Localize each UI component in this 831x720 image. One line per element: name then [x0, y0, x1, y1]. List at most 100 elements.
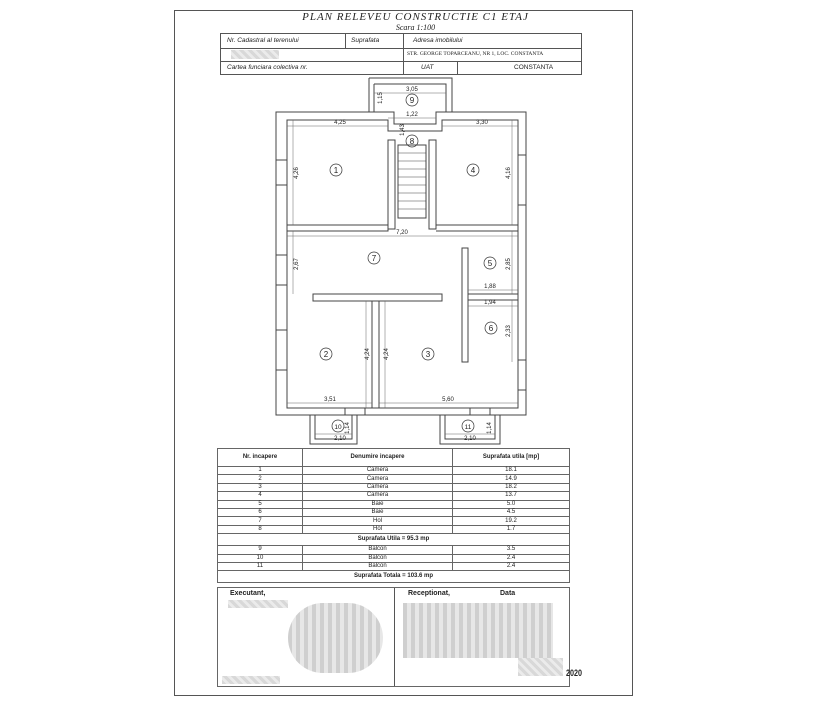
- executant-label: Executant,: [230, 590, 266, 597]
- inner-wall-line: [286, 119, 519, 409]
- plan-title: PLAN RELEVEU CONSTRUCTIE C1 ETAJ: [302, 11, 529, 23]
- room-7-number: 7: [372, 254, 377, 263]
- redacted-reception-stamp: [403, 603, 553, 658]
- dim-285: 2,85: [506, 258, 512, 270]
- room-1-number: 1: [334, 166, 339, 175]
- receptionat-label: Receptionat,: [408, 590, 451, 597]
- room-6-marker: [484, 321, 498, 335]
- dim-114-b: 1,14: [487, 422, 493, 434]
- signature-divider: [394, 588, 395, 686]
- room-3-marker: [421, 347, 435, 361]
- hall-partition: [312, 293, 443, 302]
- dim-426: 4,26: [294, 167, 300, 179]
- bath-divider: [467, 293, 519, 301]
- room-1-marker: [329, 163, 343, 177]
- useful-area-total: Suprafata Utila = 95.3 mp: [217, 533, 570, 547]
- stair-wall-right: [428, 139, 437, 230]
- dim-233: 2,33: [506, 325, 512, 337]
- document-sheet: [174, 10, 633, 696]
- redacted-footer-note: [222, 676, 280, 684]
- stairs: [397, 144, 427, 219]
- dim-351: 3,51: [324, 397, 336, 403]
- room-7-marker: [367, 251, 381, 265]
- dim-424-a: 4,24: [365, 348, 371, 360]
- room-2-3-wall: [371, 300, 380, 409]
- dim-720: 7,20: [396, 230, 408, 236]
- cadastral-label: Nr. Cadastral al terenului: [227, 37, 299, 44]
- room-2-number: 2: [324, 350, 329, 359]
- dim-330: 3,30: [476, 120, 488, 126]
- col-header-nr: Nr. incapere: [217, 448, 303, 467]
- address-value: STR. GEORGE TOPARCEANU, NR 1, LOC. CONST…: [407, 51, 544, 57]
- dim-194: 1,94: [484, 300, 496, 306]
- uat-label: UAT: [421, 64, 434, 71]
- dim-424-b: 4,24: [384, 348, 390, 360]
- header-row-divider-2: [221, 61, 581, 62]
- room-8-marker: [405, 134, 419, 148]
- stair-treads: [398, 152, 426, 210]
- window-marks: [276, 154, 526, 415]
- signature-block: Executant, Receptionat, Data: [217, 587, 570, 687]
- room-3-number: 3: [426, 350, 431, 359]
- dim-416: 4,16: [506, 167, 512, 179]
- dim-267: 2,67: [294, 258, 300, 270]
- room-4-wall: [436, 224, 518, 232]
- dim-122: 1,22: [406, 112, 418, 118]
- redacted-date: [518, 658, 563, 676]
- header-col-divider-3: [457, 61, 458, 74]
- redacted-cadastral-number: [231, 50, 279, 59]
- room-11-number: 11: [465, 424, 472, 431]
- redacted-executant-name: [228, 600, 288, 608]
- dim-188: 1,88: [484, 284, 496, 290]
- year-label: 2020: [566, 668, 583, 678]
- outer-wall: [275, 111, 527, 416]
- dim-305: 3,05: [406, 87, 418, 93]
- dim-114-a: 1,14: [345, 422, 351, 434]
- dim-560: 5,60: [442, 397, 454, 403]
- room-10-number: 10: [334, 424, 342, 431]
- balcony-10-outline: [309, 415, 358, 445]
- surface-label: Suprafata: [351, 37, 380, 44]
- bath-wall: [461, 247, 469, 363]
- col-header-name: Denumire incapere: [302, 448, 453, 467]
- total-area: Suprafata Totala = 103.6 mp: [217, 570, 570, 584]
- land-book-label: Cartea funciara colectiva nr.: [227, 64, 308, 71]
- room-10-marker: [331, 419, 345, 433]
- col-header-area: Suprafata utila [mp]: [452, 448, 570, 467]
- plan-scale: Scara 1:100: [395, 23, 436, 32]
- room-4-marker: [466, 163, 480, 177]
- room-8-number: 8: [410, 137, 415, 146]
- address-label: Adresa imobilului: [413, 37, 463, 44]
- room-6-number: 6: [489, 324, 494, 333]
- room-2-marker: [319, 347, 333, 361]
- dim-425: 4,25: [334, 120, 346, 126]
- rooms-table: Nr. incapere Denumire incapere Suprafata…: [217, 448, 570, 584]
- dim-115: 1,15: [378, 92, 384, 104]
- header-col-divider-1: [345, 34, 346, 48]
- dim-143: 1,43: [400, 124, 406, 136]
- redacted-stamp: [288, 603, 383, 673]
- dim-210-a: 2,10: [334, 436, 346, 442]
- room-9-number: 9: [410, 96, 415, 105]
- room-1-wall: [287, 224, 389, 232]
- room-5-marker: [483, 256, 497, 270]
- balcony-9-outline: [368, 77, 453, 112]
- room-11-marker: [461, 419, 475, 433]
- room-9-marker: [405, 93, 419, 107]
- room-5-number: 5: [488, 259, 493, 268]
- stair-wall-left: [387, 139, 396, 230]
- header-col-divider-2: [403, 34, 404, 74]
- dim-210-b: 2,10: [464, 436, 476, 442]
